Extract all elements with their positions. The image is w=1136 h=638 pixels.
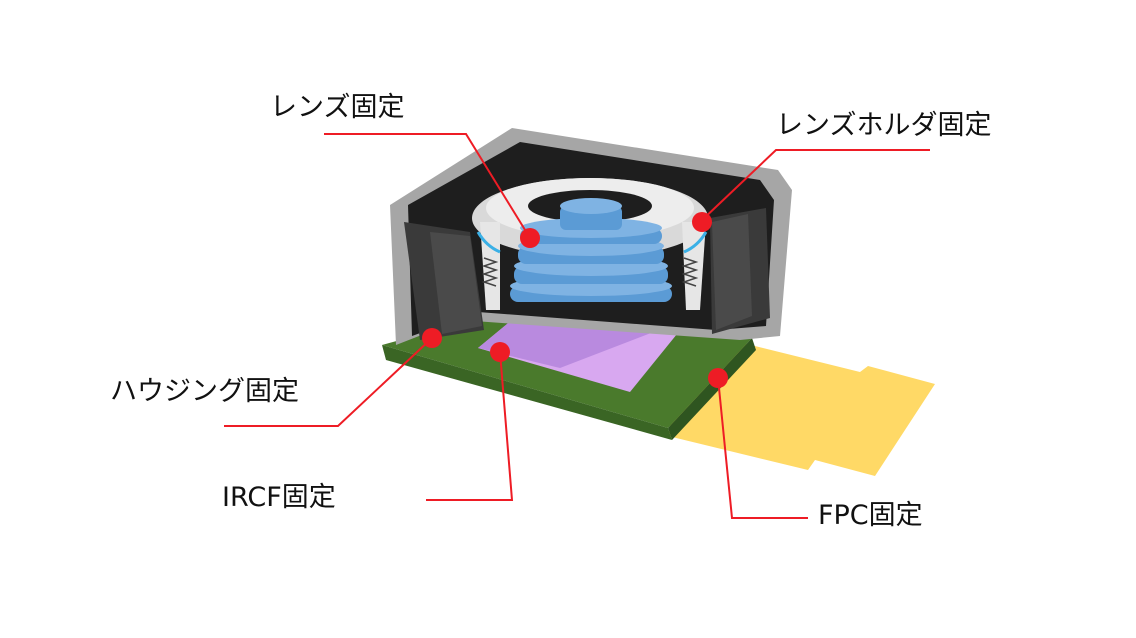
- callout-line-housing: [224, 337, 433, 427]
- callout-line-lens: [324, 133, 531, 239]
- lens-stack: [510, 198, 672, 302]
- pcb-board-front: [382, 345, 672, 440]
- callout-dot-lensholder: [692, 212, 712, 232]
- label-ircf-fixing: IRCF固定: [222, 482, 336, 513]
- callout-line-ircf: [426, 351, 514, 501]
- spring-left: [481, 257, 499, 287]
- label-fpc-fixing: FPC固定: [818, 500, 923, 531]
- label-lens-fixing: レンズ固定: [270, 92, 405, 123]
- callout-line-fpc: [717, 377, 808, 519]
- spring-right: [681, 257, 699, 287]
- callout-dot-lens: [520, 228, 540, 248]
- housing-right-wall-face: [712, 214, 752, 330]
- adhesive-left: [476, 231, 501, 254]
- label-housing-fixing: ハウジング固定: [110, 376, 299, 407]
- lens-holder-body: [480, 222, 500, 310]
- callout-dot-housing: [422, 328, 442, 348]
- lens-holder-body-right: [682, 222, 706, 310]
- callout-dot-fpc: [708, 368, 728, 388]
- housing-left-wall-face: [430, 232, 482, 334]
- callout-dot-ircf: [490, 342, 510, 362]
- pcb-board-side: [668, 338, 756, 440]
- adhesive-right: [683, 231, 708, 254]
- callout-line-lensholder: [699, 149, 930, 223]
- label-lens-holder-fixing: レンズホルダ固定: [776, 110, 992, 141]
